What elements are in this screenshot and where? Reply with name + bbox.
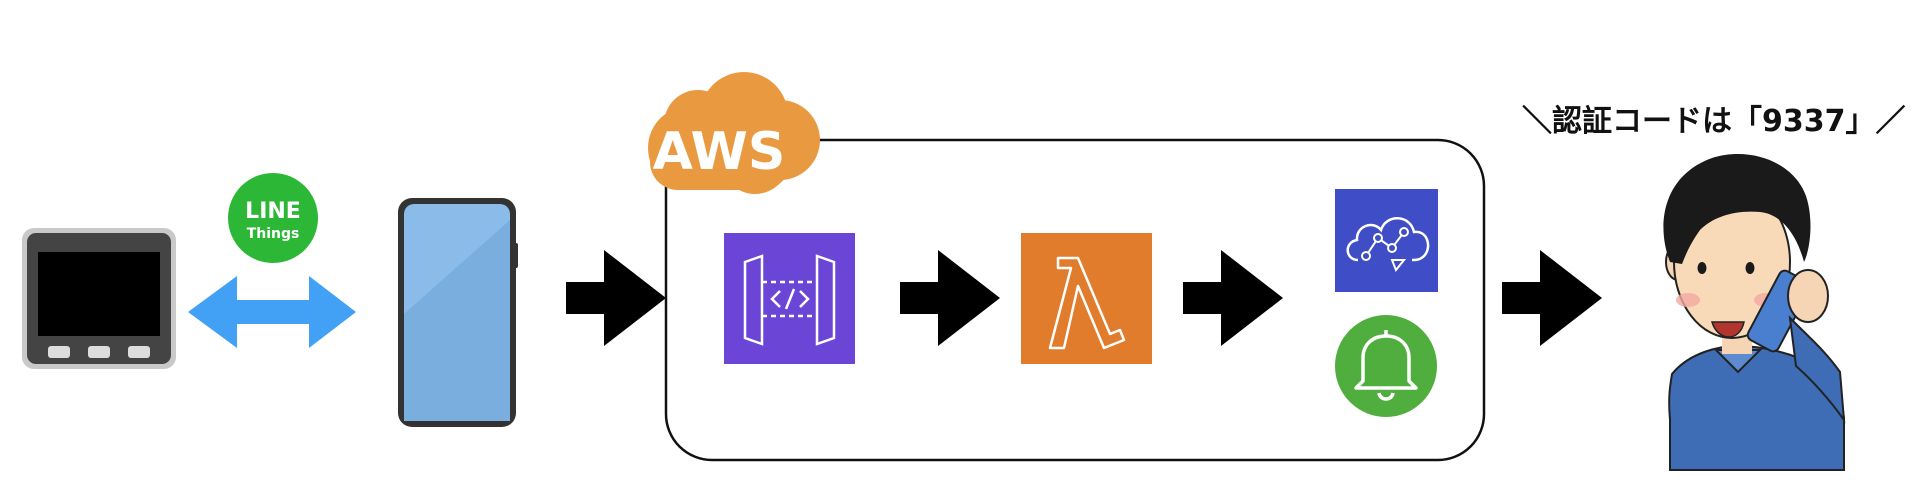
iot-cloud-icon bbox=[1335, 189, 1438, 292]
line-things-badge: LINE Things bbox=[228, 173, 318, 263]
smartphone-icon bbox=[398, 198, 518, 427]
bell-icon bbox=[1335, 315, 1437, 417]
flow-arrow-3 bbox=[1183, 250, 1283, 346]
person-on-phone-icon bbox=[1663, 154, 1846, 471]
bidirectional-arrow-icon bbox=[188, 276, 356, 348]
flow-arrow-1 bbox=[566, 250, 666, 346]
lambda-icon bbox=[1021, 233, 1152, 364]
m5stack-device-icon bbox=[22, 228, 176, 369]
aws-label: AWS bbox=[653, 122, 786, 182]
api-gateway-icon bbox=[724, 233, 855, 364]
aws-boundary bbox=[664, 138, 1486, 462]
line-things-line1: LINE bbox=[245, 199, 301, 224]
flow-arrow-2 bbox=[900, 250, 1000, 346]
speech-caption: ＼認証コードは「9337」／ bbox=[1522, 104, 1906, 139]
flow-arrow-4 bbox=[1502, 250, 1602, 346]
aws-cloud-icon: AWS bbox=[648, 72, 820, 194]
line-things-line2: Things bbox=[247, 226, 300, 242]
